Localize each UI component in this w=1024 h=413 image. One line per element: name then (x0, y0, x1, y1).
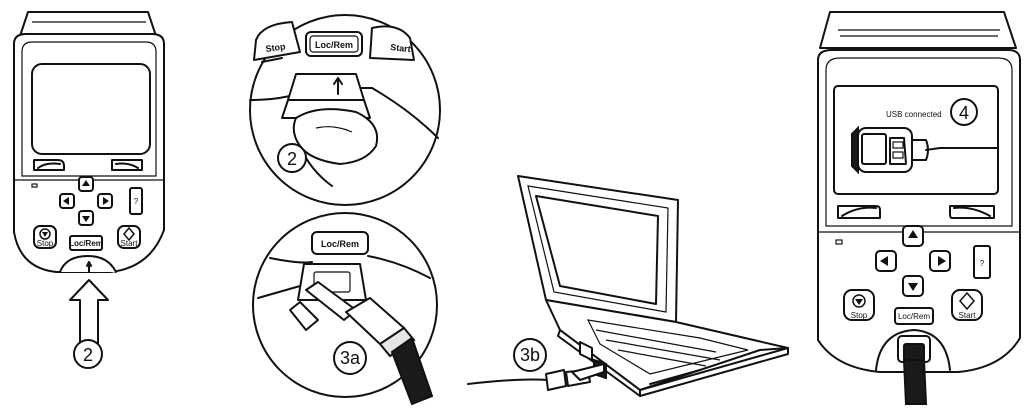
svg-text:Loc/Rem: Loc/Rem (898, 312, 930, 321)
right-softkey (111, 159, 143, 171)
usb-cover (287, 73, 365, 101)
locrem-key-zoom-2: Loc/Rem (311, 231, 369, 255)
svg-text:Start: Start (959, 311, 977, 320)
usb-cable-laptop (467, 363, 605, 391)
svg-text:4: 4 (959, 103, 969, 123)
svg-text:Start: Start (390, 42, 411, 54)
laptop-keyboard (586, 319, 749, 375)
left-softkey-r (837, 205, 881, 219)
laptop-screen (535, 195, 659, 305)
step-4-badge: 4 (950, 98, 978, 126)
insert-arrow (69, 279, 109, 351)
usb-icon (86, 261, 92, 273)
navigation-pad (59, 176, 113, 226)
svg-text:Loc/Rem: Loc/Rem (315, 40, 353, 50)
svg-text:2: 2 (83, 345, 93, 365)
svg-text:3a: 3a (340, 348, 361, 368)
svg-text:Start: Start (121, 239, 139, 248)
control-panel-left: ? Stop Loc/Rem Start (13, 11, 165, 273)
zoom-circle-open-cover: Stop Loc/Rem Start (249, 14, 441, 206)
step-3b-badge: 3b (513, 338, 547, 372)
svg-text:2: 2 (287, 149, 297, 169)
usb-connected-text: USB connected (886, 110, 942, 119)
step-2-badge-a: 2 (73, 339, 103, 369)
start-key-zoom: Start (369, 25, 415, 61)
start-button-r: Start (951, 289, 983, 321)
svg-text:3b: 3b (520, 345, 540, 365)
help-button-r (973, 245, 991, 279)
locrem-button-r: Loc/Rem (894, 307, 934, 325)
locrem-button: Loc/Rem (69, 235, 103, 251)
locrem-key-zoom: Loc/Rem (305, 31, 363, 57)
stop-key-zoom: Stop (253, 21, 301, 61)
help-button (129, 187, 143, 215)
svg-text:Loc/Rem: Loc/Rem (321, 239, 359, 249)
svg-text:?: ? (134, 197, 139, 206)
usb-plug-inserted (875, 329, 951, 405)
connected-device-icon (851, 125, 999, 175)
navigation-pad-r (875, 225, 951, 297)
svg-text:Stop: Stop (37, 239, 54, 248)
stop-button: Stop (33, 225, 57, 249)
step-3a-badge: 3a (333, 341, 367, 375)
svg-text:Stop: Stop (851, 311, 868, 320)
step-2-badge-b: 2 (277, 143, 307, 173)
display-screen (31, 63, 151, 155)
laptop (517, 175, 789, 397)
svg-text:Loc/Rem: Loc/Rem (69, 239, 103, 248)
svg-text:Stop: Stop (265, 41, 287, 54)
zoom-circle-plug-usb: Loc/Rem (252, 212, 438, 406)
control-panel-right: USB connected 4 (817, 11, 1021, 405)
start-button: Start (117, 225, 141, 249)
left-softkey (33, 159, 65, 171)
stop-button-r: Stop (843, 289, 875, 321)
usb-plug (345, 297, 434, 406)
right-softkey-r (949, 205, 995, 219)
usb-icon (333, 77, 343, 95)
finger (292, 108, 378, 165)
svg-text:?: ? (980, 259, 985, 268)
